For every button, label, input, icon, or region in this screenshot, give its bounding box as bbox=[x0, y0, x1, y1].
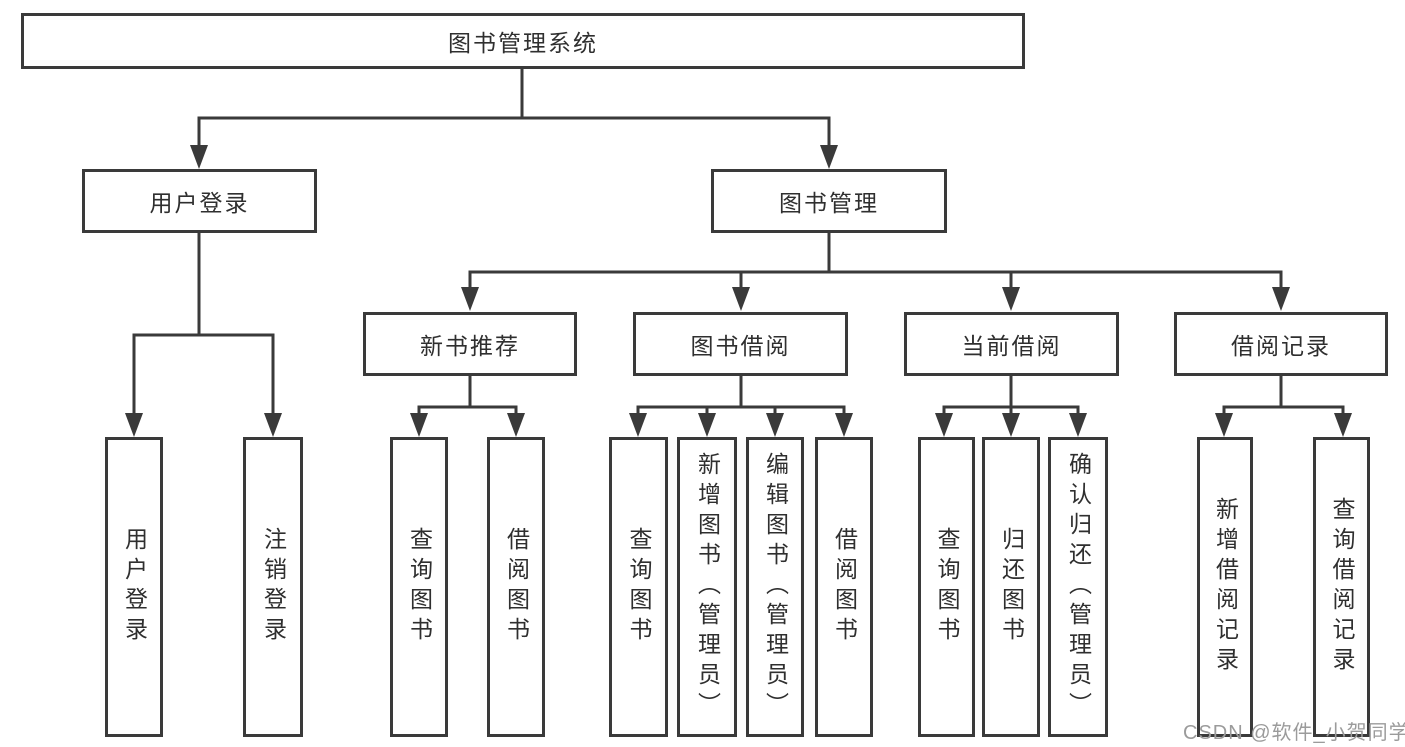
node-current-borrowing: 当前借阅 bbox=[904, 312, 1119, 376]
node-new-book-recommend: 新书推荐 bbox=[363, 312, 577, 376]
tree-edges bbox=[132, 67, 1345, 417]
arrow-down-icon bbox=[835, 413, 853, 437]
arrow-down-icon bbox=[410, 413, 428, 437]
leaf-recommend-query-books: 查询图书 bbox=[390, 437, 448, 737]
arrow-down-icon bbox=[1002, 413, 1020, 437]
arrow-down-icon bbox=[820, 145, 838, 169]
leaf-user-login: 用户登录 bbox=[105, 437, 163, 737]
leaf-logout: 注销登录 bbox=[243, 437, 303, 737]
arrow-down-icon bbox=[732, 287, 750, 311]
leaf-current-query-books: 查询图书 bbox=[918, 437, 975, 737]
arrow-down-icon bbox=[507, 413, 525, 437]
arrow-down-icon bbox=[766, 413, 784, 437]
leaf-add-borrow-record: 新增借阅记录 bbox=[1197, 437, 1253, 737]
arrow-down-icon bbox=[1215, 413, 1233, 437]
node-book-management: 图书管理 bbox=[711, 169, 947, 233]
arrow-down-icon bbox=[264, 413, 282, 437]
arrow-down-icon bbox=[1272, 287, 1290, 311]
node-user-login-branch: 用户登录 bbox=[82, 169, 317, 233]
leaf-add-book-admin: 新增图书（管理员） bbox=[677, 437, 737, 737]
arrow-down-icon bbox=[698, 413, 716, 437]
arrow-down-icon bbox=[461, 287, 479, 311]
leaf-borrow-books: 借阅图书 bbox=[815, 437, 873, 737]
arrow-down-icon bbox=[629, 413, 647, 437]
arrow-down-icon bbox=[1334, 413, 1352, 437]
leaf-edit-book-admin: 编辑图书（管理员） bbox=[746, 437, 804, 737]
leaf-query-borrow-record: 查询借阅记录 bbox=[1313, 437, 1370, 737]
leaf-confirm-return-admin: 确认归还（管理员） bbox=[1048, 437, 1108, 737]
node-library-system: 图书管理系统 bbox=[21, 13, 1025, 69]
arrow-down-icon bbox=[1002, 287, 1020, 311]
leaf-borrow-query-books: 查询图书 bbox=[609, 437, 668, 737]
watermark: CSDN @软件_小贺同学 bbox=[1183, 722, 1405, 744]
leaf-return-book: 归还图书 bbox=[982, 437, 1040, 737]
arrow-down-icon bbox=[1069, 413, 1087, 437]
arrow-down-icon bbox=[190, 145, 208, 169]
arrow-down-icon bbox=[125, 413, 143, 437]
arrow-down-icon bbox=[935, 413, 953, 437]
node-borrowing-records: 借阅记录 bbox=[1174, 312, 1388, 376]
arrowheads bbox=[125, 145, 1352, 437]
node-book-borrowing: 图书借阅 bbox=[633, 312, 848, 376]
leaf-recommend-borrow-books: 借阅图书 bbox=[487, 437, 545, 737]
